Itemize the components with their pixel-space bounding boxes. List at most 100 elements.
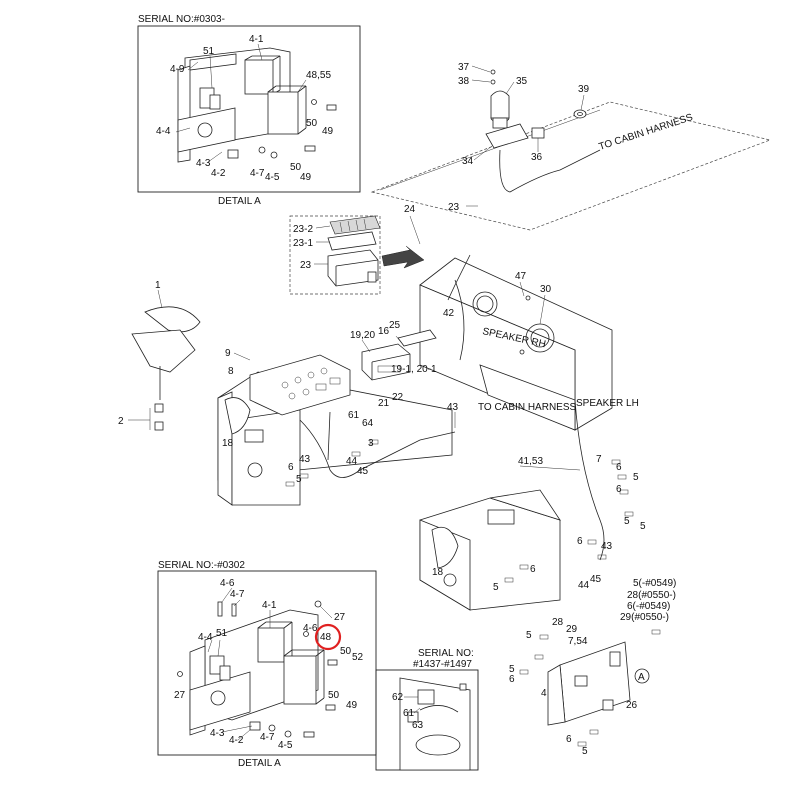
main-label: 41,53 xyxy=(518,456,543,467)
bracket-label: 28(#0550-) xyxy=(627,590,676,601)
main-label: 6 xyxy=(616,462,622,473)
main-label: 6 xyxy=(288,462,294,473)
bottom-inset-serial: SERIAL NO:-#0302 xyxy=(158,560,245,571)
main-label: 6 xyxy=(616,484,622,495)
beacon-label: 23 xyxy=(448,202,460,213)
top-label: 4-5 xyxy=(265,172,280,183)
bottom-label: 4-5 xyxy=(278,740,293,751)
bottom-label: 4-7 xyxy=(230,589,245,600)
detail-a-marker xyxy=(634,668,650,684)
beacon-label: 39 xyxy=(578,84,590,95)
main-label: 6 xyxy=(530,564,536,575)
bottom-label: 27 xyxy=(174,690,186,701)
fuse-label: 23 xyxy=(300,260,312,271)
bottom-label: 4-6 xyxy=(220,578,235,589)
top-label: 51 xyxy=(203,46,215,57)
main-label: 43 xyxy=(447,402,459,413)
main-label: 19,20 xyxy=(350,330,375,341)
serial-inset-line1: SERIAL NO: xyxy=(418,648,474,659)
bottom-label: 4-1 xyxy=(262,600,277,611)
bracket-label: 29 xyxy=(566,624,578,635)
beacon-assembly: TO CABIN HARNESS xyxy=(370,69,772,231)
detail-a-bottom-inset: SERIAL NO:-#0302 DETAIL A 4-6 xyxy=(157,560,377,769)
main-label: 25 xyxy=(389,320,401,331)
bracket-label: 29(#0550-) xyxy=(620,612,669,623)
top-label: 4-7 xyxy=(250,168,265,179)
fuse-box-detail xyxy=(289,215,425,295)
bottom-label: 4-6 xyxy=(303,623,318,634)
top-label: 49 xyxy=(300,172,312,183)
main-label: 3 xyxy=(368,438,374,449)
main-label: 8 xyxy=(228,366,234,377)
main-label: 43 xyxy=(299,454,311,465)
main-label: 45 xyxy=(357,466,369,477)
highlight-circle xyxy=(314,623,342,651)
main-label: 5 xyxy=(633,472,639,483)
top-inset-serial: SERIAL NO:#0303- xyxy=(138,14,225,25)
bracket-label: 5(-#0549) xyxy=(633,578,676,589)
serial-inset-line2: #1437-#1497 xyxy=(413,659,472,670)
console-assembly xyxy=(131,254,650,726)
main-label: 21 xyxy=(378,398,390,409)
bottom-label: 27 xyxy=(334,612,346,623)
top-label: 4-9 xyxy=(170,64,185,75)
top-label: 4-4 xyxy=(156,126,171,137)
top-inset-caption: DETAIL A xyxy=(218,196,261,207)
main-label: 5 xyxy=(493,582,499,593)
bracket-label: 28 xyxy=(552,617,564,628)
main-label: 19-1, 20-1 xyxy=(391,364,437,375)
main-label: 47 xyxy=(515,271,527,282)
bottom-inset-frame xyxy=(157,570,377,756)
beacon-label: 35 xyxy=(516,76,528,87)
bottom-label: 50 xyxy=(328,690,340,701)
bracket-label: 6(-#0549) xyxy=(627,601,670,612)
top-inset-frame xyxy=(137,25,361,193)
bottom-label: 51 xyxy=(216,628,228,639)
main-label: 18 xyxy=(432,567,444,578)
main-label: 64 xyxy=(362,418,374,429)
top-label: 4-2 xyxy=(211,168,226,179)
top-label: 4-1 xyxy=(249,34,264,45)
serial-label: 61 xyxy=(403,708,415,719)
fuse-label: 23-1 xyxy=(293,238,313,249)
top-inset-panel xyxy=(177,47,337,163)
serial-label: 62 xyxy=(392,692,404,703)
bottom-label: 4-2 xyxy=(229,735,244,746)
detail-a-letter: A xyxy=(638,672,645,683)
main-label: 16 xyxy=(378,326,390,337)
bottom-label-highlighted: 48 xyxy=(320,632,332,643)
bracket-label: 5 xyxy=(509,664,515,675)
bracket-label: 4 xyxy=(541,688,547,699)
fuse-label: 23-2 xyxy=(293,224,313,235)
bottom-label: 50 xyxy=(340,646,352,657)
main-label: 7 xyxy=(596,454,602,465)
main-label: SPEAKER LH xyxy=(576,398,639,409)
bracket-label: 5 xyxy=(526,630,532,641)
bottom-inset-caption: DETAIL A xyxy=(238,758,281,769)
beacon-label: 34 xyxy=(462,156,474,167)
main-label: 6 xyxy=(577,536,583,547)
beacon-label: 37 xyxy=(458,62,470,73)
main-label: 30 xyxy=(540,284,552,295)
bottom-label: 4-4 xyxy=(198,632,213,643)
main-label: 45 xyxy=(590,574,602,585)
serial-inset: SERIAL NO: #1437-#1497 62 61 63 xyxy=(375,648,479,771)
top-label: 50 xyxy=(290,162,302,173)
top-label: 50 xyxy=(306,118,318,129)
top-label: 48,55 xyxy=(306,70,331,81)
cable-note: TO CABIN HARNESS xyxy=(598,112,695,153)
main-label: 2 xyxy=(118,416,124,427)
right-bracket-labels: 5(-#0549) 28(#0550-) 6(-#0549) 29(#0550-… xyxy=(509,578,676,757)
detail-a-top-inset: SERIAL NO:#0303- DETAIL A 51 4-1 4-9 48,… xyxy=(137,14,361,207)
bracket-label: 26 xyxy=(626,700,638,711)
bottom-label: 4-3 xyxy=(210,728,225,739)
main-label: 5 xyxy=(296,474,302,485)
main-label: 9 xyxy=(225,348,231,359)
bottom-label: 49 xyxy=(346,700,358,711)
top-label: 4-3 xyxy=(196,158,211,169)
serial-label: 63 xyxy=(412,720,424,731)
main-label: TO CABIN HARNESS xyxy=(478,402,576,413)
main-label: 5 xyxy=(624,516,630,527)
main-label: 5 xyxy=(640,521,646,532)
